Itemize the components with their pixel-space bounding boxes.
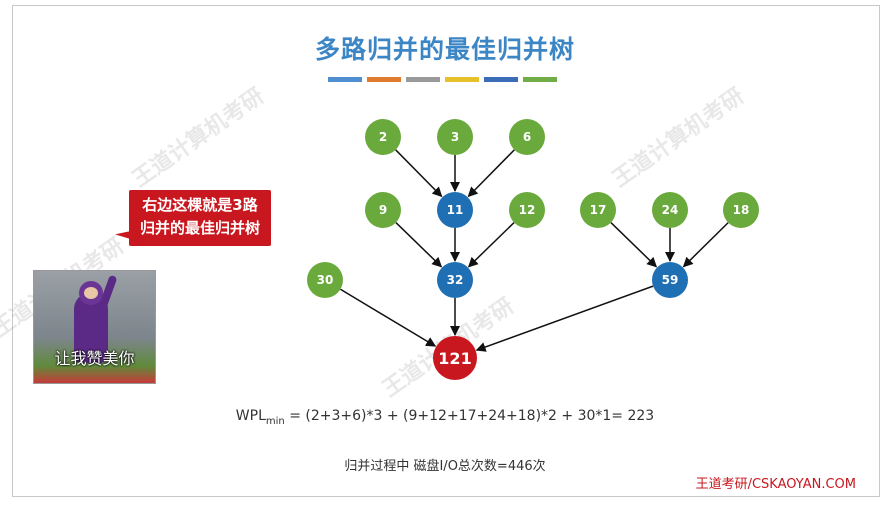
edge-n2-n11: [396, 150, 442, 197]
node-label: 2: [379, 130, 387, 144]
tree-node-18: 18: [723, 192, 759, 228]
edge-n17-n59: [611, 223, 656, 267]
edge-n9-n32: [396, 223, 441, 267]
callout-line-1: 右边这棵就是3路: [129, 194, 271, 217]
formula-lhs: WPL: [236, 408, 266, 424]
photo-caption: 让我赞美你: [34, 345, 155, 369]
tree-node-2: 2: [365, 119, 401, 155]
io-count-text: 归并过程中 磁盘I/O总次数=446次: [0, 455, 890, 474]
node-label: 3: [451, 130, 459, 144]
brand-footer: 王道考研/CSKAOYAN.COM: [696, 473, 856, 492]
formula-subscript: min: [266, 416, 285, 427]
tree-node-12: 12: [509, 192, 545, 228]
wpl-formula: WPLmin = (2+3+6)*3 + (9+12+17+24+18)*2 +…: [0, 408, 890, 427]
tree-node-11: 11: [437, 192, 473, 228]
edge-n59-n121: [477, 286, 653, 350]
tree-node-9: 9: [365, 192, 401, 228]
figure-face: [84, 287, 98, 299]
node-label: 30: [317, 273, 334, 287]
node-label: 12: [519, 203, 536, 217]
node-label: 18: [733, 203, 750, 217]
tree-node-17: 17: [580, 192, 616, 228]
tree-node-121: 121: [433, 336, 477, 380]
node-label: 17: [590, 203, 607, 217]
node-label: 24: [662, 203, 679, 217]
tree-node-30: 30: [307, 262, 343, 298]
node-label: 32: [447, 273, 464, 287]
node-label: 121: [438, 349, 471, 368]
tree-node-24: 24: [652, 192, 688, 228]
node-label: 9: [379, 203, 387, 217]
tree-node-6: 6: [509, 119, 545, 155]
meme-photo: 让我赞美你: [33, 270, 156, 384]
formula-rhs: = (2+3+6)*3 + (9+12+17+24+18)*2 + 30*1= …: [285, 408, 654, 424]
callout-line-2: 归并的最佳归并树: [129, 217, 271, 240]
node-label: 11: [447, 203, 464, 217]
edge-n6-n11: [468, 150, 514, 197]
edge-n30-n121: [340, 289, 435, 346]
tree-node-59: 59: [652, 262, 688, 298]
tree-node-3: 3: [437, 119, 473, 155]
edge-n12-n32: [469, 223, 514, 267]
node-label: 59: [662, 273, 679, 287]
callout-bubble: 右边这棵就是3路 归并的最佳归并树: [129, 190, 271, 246]
edge-n18-n59: [684, 223, 729, 267]
tree-node-32: 32: [437, 262, 473, 298]
node-label: 6: [523, 130, 531, 144]
